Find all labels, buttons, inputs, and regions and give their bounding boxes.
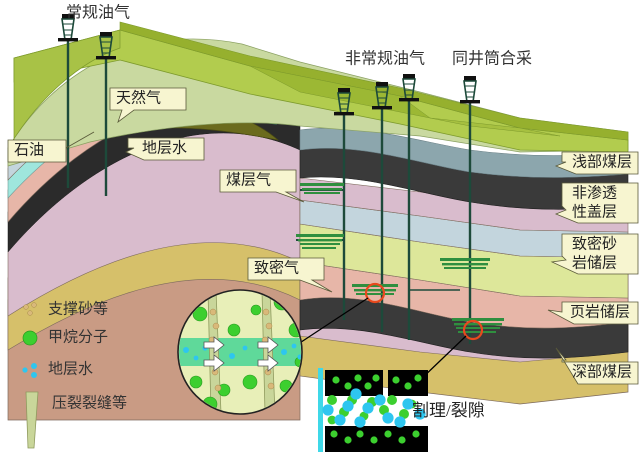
cleat-inset — [318, 368, 428, 452]
legend-icon-fracture-wedge — [25, 391, 39, 449]
callout-coalbed-methane-text: 煤层气 — [226, 171, 271, 188]
frac-zone-a — [300, 183, 344, 194]
callout-shale-reservoir-text: 页岩储层 — [570, 303, 630, 320]
derrick-2 — [96, 32, 116, 60]
callout-natural-gas: 天然气 — [109, 87, 187, 124]
derrick-6 — [460, 76, 480, 104]
callout-tight-sand-line1: 致密砂 — [572, 235, 617, 252]
fracture-magnifier — [177, 289, 303, 415]
callout-tight-sandstone-reservoir: 致密砂 岩储层 — [550, 233, 639, 275]
callout-deep-coal-seam: 深部煤层 — [555, 347, 639, 385]
label-conventional: 常规油气 — [66, 4, 130, 22]
derrick-1 — [58, 14, 78, 42]
label-unconventional: 非常规油气 — [345, 50, 425, 68]
callout-shallow-coal-seam-text: 浅部煤层 — [572, 153, 632, 170]
deep-coal-marker — [462, 319, 484, 341]
callout-shallow-coal-seam: 浅部煤层 — [554, 151, 639, 175]
derrick-4 — [372, 82, 392, 110]
legend-label-proppant: 支撑砂等 — [48, 299, 108, 317]
legend-label-fracture: 压裂裂缝等 — [52, 393, 127, 411]
legend-icon-cyan-dots — [22, 363, 37, 378]
cleat-inset-left-bar — [318, 368, 323, 452]
well-group — [66, 38, 472, 344]
fracture-zones — [296, 183, 504, 333]
cleat-gap-molecules — [322, 388, 426, 428]
methane-in-coal — [330, 374, 422, 444]
legend-label-methane: 甲烷分子 — [48, 328, 108, 345]
callout-formation-water: 地层水 — [125, 137, 205, 161]
highlight-markers — [364, 282, 484, 341]
callout-crude-oil-text: 石油 — [14, 141, 44, 158]
callout-natural-gas-text: 天然气 — [116, 89, 161, 106]
callout-tight-gas-text: 致密气 — [254, 259, 299, 276]
callout-crude-oil: 石油 — [7, 131, 95, 163]
frac-zone-b — [296, 234, 344, 249]
cleat-inset-label: 割理/裂隙 — [412, 401, 485, 420]
legend-icon-green-circle — [22, 330, 38, 346]
label-coproduction: 同井筒合采 — [452, 50, 532, 68]
callout-deep-coal-seam-text: 深部煤层 — [572, 363, 632, 380]
frac-zone-c — [352, 284, 398, 295]
derrick-5 — [399, 74, 419, 102]
callout-tight-gas: 致密气 — [247, 257, 333, 293]
derrick-3 — [334, 88, 354, 116]
derricks — [58, 14, 480, 116]
callout-coalbed-methane: 煤层气 — [219, 169, 305, 203]
legend-icon-proppant-dots — [23, 302, 37, 316]
callout-shale-reservoir: 页岩储层 — [547, 301, 639, 325]
callout-cap-rock-line2: 性盖层 — [572, 203, 617, 220]
frac-zone-d — [440, 258, 490, 269]
tight-gas-marker — [364, 282, 386, 304]
frac-zone-e — [452, 318, 504, 333]
callout-tight-sand-line2: 岩储层 — [572, 254, 617, 271]
callout-formation-water-text: 地层水 — [142, 139, 187, 156]
legend-label-formation-water: 地层水 — [48, 360, 93, 377]
callout-impermeable-cap-rock: 非渗透 性盖层 — [554, 182, 639, 224]
legend: 支撑砂等 甲烷分子 地层水 压裂裂缝等 — [22, 299, 127, 449]
callout-cap-rock-line1: 非渗透 — [572, 184, 617, 201]
